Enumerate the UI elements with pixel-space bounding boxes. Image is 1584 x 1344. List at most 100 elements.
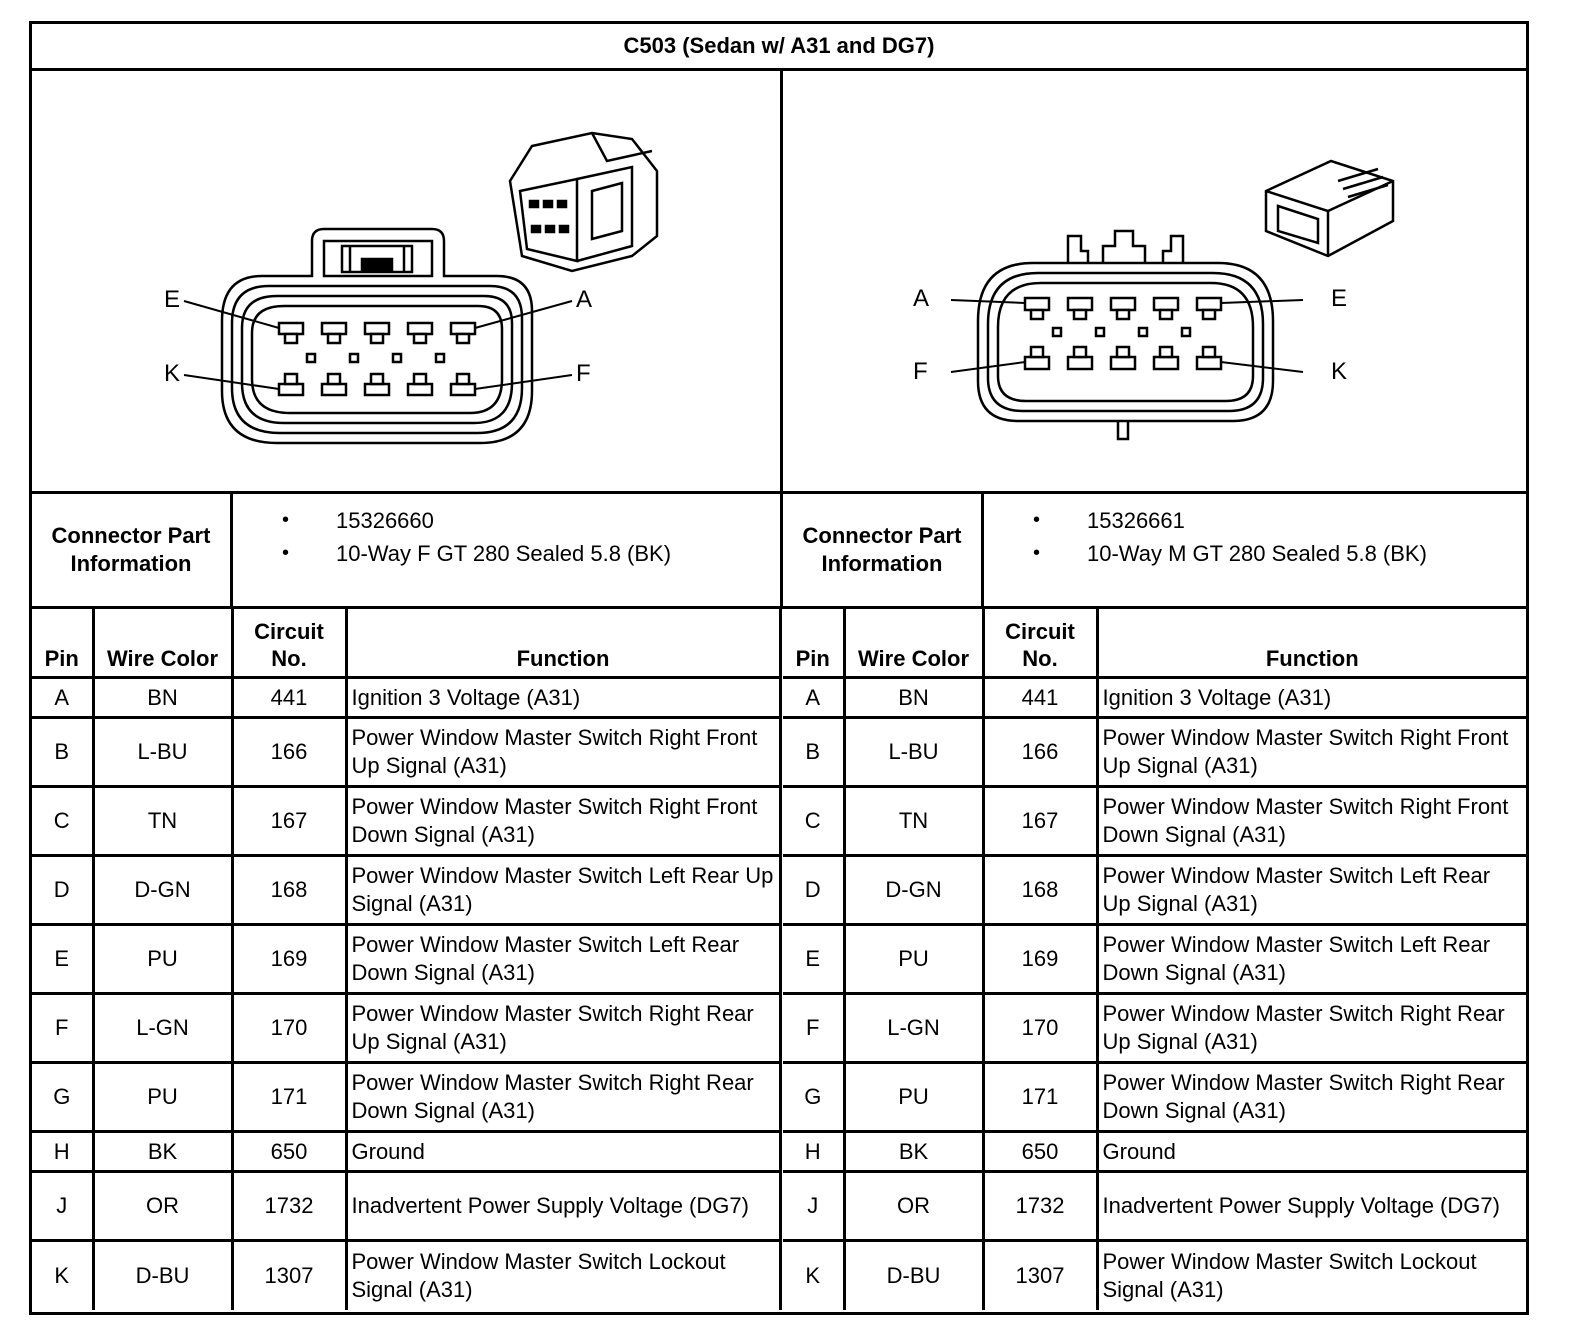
circuit-cell: 166 xyxy=(981,716,1099,788)
connector-part-label: Connector Part Information xyxy=(32,494,233,606)
function-cell: Power Window Master Switch Right Rear Do… xyxy=(344,1061,782,1133)
circuit-cell: 1307 xyxy=(230,1239,348,1310)
pin-cell: A xyxy=(32,676,95,719)
pin-cell: F xyxy=(783,992,846,1064)
part-number: 15326660 xyxy=(272,504,671,537)
circuit-cell: 168 xyxy=(230,854,348,926)
header-function: Function xyxy=(1095,609,1526,679)
wire-color-cell: BN xyxy=(842,676,985,719)
part-info-list: 15326660 10-Way F GT 280 Sealed 5.8 (BK) xyxy=(272,504,671,570)
function-cell: Inadvertent Power Supply Voltage (DG7) xyxy=(1095,1170,1526,1242)
function-cell: Power Window Master Switch Right Rear Do… xyxy=(1095,1061,1526,1133)
wire-color-cell: L-BU xyxy=(91,716,234,788)
circuit-cell: 441 xyxy=(230,676,348,719)
pin-cell: D xyxy=(783,854,846,926)
pin-cell: E xyxy=(783,923,846,995)
wire-color-cell: L-GN xyxy=(91,992,234,1064)
function-cell: Power Window Master Switch Left Rear Up … xyxy=(1095,854,1526,926)
wire-color-cell: BK xyxy=(91,1130,234,1173)
pin-label-top-right: A xyxy=(576,286,593,313)
wire-color-cell: TN xyxy=(842,785,985,857)
part-info-list: 15326661 10-Way M GT 280 Sealed 5.8 (BK) xyxy=(1023,504,1427,570)
pin-label-bottom-left: F xyxy=(913,358,928,385)
wire-color-cell: PU xyxy=(842,923,985,995)
pin-cell: B xyxy=(783,716,846,788)
wire-color-cell: D-BU xyxy=(91,1239,234,1310)
header-function: Function xyxy=(344,609,782,679)
pin-cell: G xyxy=(32,1061,95,1133)
header-circuit: Circuit No. xyxy=(981,609,1099,679)
wire-color-cell: D-GN xyxy=(842,854,985,926)
pin-cell: C xyxy=(783,785,846,857)
circuit-cell: 171 xyxy=(230,1061,348,1133)
circuit-cell: 167 xyxy=(981,785,1099,857)
pin-cell: K xyxy=(783,1239,846,1310)
wire-color-cell: OR xyxy=(91,1170,234,1242)
pin-cell: E xyxy=(32,923,95,995)
wire-color-cell: PU xyxy=(91,1061,234,1133)
function-cell: Ground xyxy=(344,1130,782,1173)
pin-cell: G xyxy=(783,1061,846,1133)
header-circuit: Circuit No. xyxy=(230,609,348,679)
pin-cell: J xyxy=(783,1170,846,1242)
female-connector-diagram: E A K F xyxy=(32,71,783,494)
function-cell: Power Window Master Switch Lockout Signa… xyxy=(344,1239,782,1310)
pin-label-top-left: A xyxy=(913,285,930,312)
connector-part-label: Connector Part Information xyxy=(783,494,984,606)
pin-label-bottom-left: K xyxy=(164,360,181,387)
circuit-cell: 650 xyxy=(981,1130,1099,1173)
header-pin: Pin xyxy=(783,609,846,679)
function-cell: Power Window Master Switch Right Rear Up… xyxy=(1095,992,1526,1064)
circuit-cell: 166 xyxy=(230,716,348,788)
wire-color-cell: L-GN xyxy=(842,992,985,1064)
wire-color-cell: OR xyxy=(842,1170,985,1242)
circuit-cell: 1307 xyxy=(981,1239,1099,1310)
pin-cell: A xyxy=(783,676,846,719)
female-connector-drawing xyxy=(183,131,659,445)
page-title: C503 (Sedan w/ A31 and DG7) xyxy=(32,24,1526,71)
pin-cell: H xyxy=(783,1130,846,1173)
male-connector-diagram: A E F K xyxy=(783,71,1526,494)
pin-cell: C xyxy=(32,785,95,857)
pin-label-top-left: E xyxy=(164,286,181,313)
pin-label-top-right: E xyxy=(1331,285,1348,312)
connector-sheet: C503 (Sedan w/ A31 and DG7) xyxy=(29,21,1529,1315)
male-connector-part-info: Connector Part Information 15326661 10-W… xyxy=(783,494,1526,609)
part-description: 10-Way F GT 280 Sealed 5.8 (BK) xyxy=(272,537,671,570)
circuit-cell: 170 xyxy=(230,992,348,1064)
wire-color-cell: D-BU xyxy=(842,1239,985,1310)
function-cell: Power Window Master Switch Right Front D… xyxy=(344,785,782,857)
function-cell: Power Window Master Switch Left Rear Up … xyxy=(344,854,782,926)
wire-color-cell: L-BU xyxy=(842,716,985,788)
function-cell: Power Window Master Switch Left Rear Dow… xyxy=(1095,923,1526,995)
function-cell: Power Window Master Switch Left Rear Dow… xyxy=(344,923,782,995)
part-description: 10-Way M GT 280 Sealed 5.8 (BK) xyxy=(1023,537,1427,570)
pin-cell: B xyxy=(32,716,95,788)
part-number: 15326661 xyxy=(1023,504,1427,537)
female-connector-part-info: Connector Part Information 15326660 10-W… xyxy=(32,494,783,609)
pin-cell: H xyxy=(32,1130,95,1173)
wire-color-cell: PU xyxy=(91,923,234,995)
pin-cell: J xyxy=(32,1170,95,1242)
header-wire-color: Wire Color xyxy=(91,609,234,679)
wire-color-cell: BN xyxy=(91,676,234,719)
pin-cell: K xyxy=(32,1239,95,1310)
function-cell: Ground xyxy=(1095,1130,1526,1173)
pin-cell: D xyxy=(32,854,95,926)
